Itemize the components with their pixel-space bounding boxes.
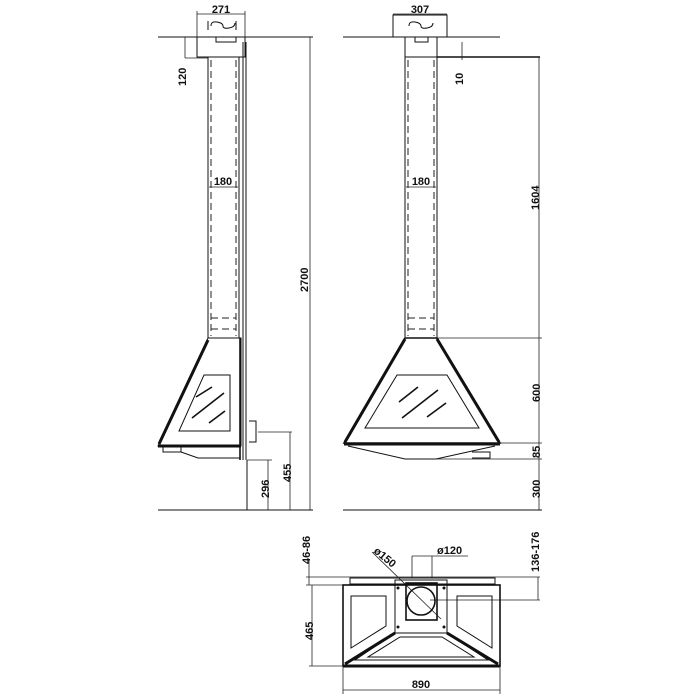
base-tray — [180, 446, 241, 459]
side-panel-left — [350, 595, 387, 649]
dim-label-136-176: 136-176 — [530, 532, 542, 572]
glass-window — [178, 374, 231, 432]
hood-edge — [343, 338, 407, 443]
base-tray — [347, 445, 496, 460]
break-symbol — [408, 21, 434, 29]
hood-edge — [435, 338, 501, 443]
dim-label-180: 180 — [412, 176, 430, 188]
center-plate — [394, 579, 448, 634]
flue-collar — [404, 36, 438, 58]
front-view: 307 10 180 1604 — [342, 4, 543, 511]
side-view: 271 120 180 2700 — [157, 4, 313, 511]
dim-label-10: 10 — [454, 73, 466, 85]
flue-collar — [196, 36, 246, 58]
frame-edge — [446, 631, 499, 666]
bolt — [396, 586, 400, 590]
top-view: 46-86 136-176 ø150 ø120 — [301, 532, 542, 694]
bolt — [396, 625, 400, 629]
glass-reflection — [195, 386, 213, 398]
front-glass — [366, 636, 476, 658]
dim-label-307: 307 — [411, 4, 429, 16]
hood-outline — [342, 337, 502, 444]
collar-slot — [414, 36, 429, 43]
collar-slot — [215, 36, 237, 43]
glass-reflection — [208, 410, 226, 424]
dim-label-150: ø150 — [371, 545, 398, 570]
break-symbol — [210, 21, 236, 29]
frame-edge — [344, 631, 396, 666]
dim-label-300: 300 — [531, 480, 543, 498]
dim-label-296: 296 — [260, 480, 272, 498]
dim-label-85: 85 — [531, 446, 543, 458]
dim-label-1604: 1604 — [530, 185, 542, 210]
glass-reflection — [398, 386, 419, 403]
dim-label-465: 465 — [304, 622, 316, 640]
dim-label-120: 120 — [177, 68, 189, 86]
dim-label-2700: 2700 — [299, 268, 311, 292]
glass-window — [364, 374, 480, 429]
dim-label-890: 890 — [412, 679, 430, 691]
dim-label-455: 455 — [282, 464, 294, 482]
glass-reflection — [426, 402, 447, 418]
flue-top-box — [392, 14, 448, 38]
base-tray — [162, 445, 182, 453]
dim-label-120: ø120 — [437, 545, 462, 557]
dim-label-600: 600 — [531, 384, 543, 402]
side-panel-right — [456, 595, 493, 649]
rear-plate — [349, 577, 496, 585]
bolt — [442, 625, 446, 629]
flue-circle — [406, 586, 436, 616]
dim-label-180: 180 — [214, 176, 232, 188]
dim-label-271: 271 — [212, 4, 230, 16]
glass-reflection — [401, 389, 439, 419]
outlet-bracket — [249, 420, 257, 443]
flue-socket — [405, 582, 438, 621]
body-outline — [342, 584, 501, 667]
glass-reflection — [191, 392, 225, 419]
hood-outline — [157, 337, 242, 447]
hood-edge — [157, 339, 210, 445]
base-detail — [472, 451, 491, 459]
bolt — [442, 586, 446, 590]
dim-label-46-86: 46-86 — [301, 536, 313, 564]
